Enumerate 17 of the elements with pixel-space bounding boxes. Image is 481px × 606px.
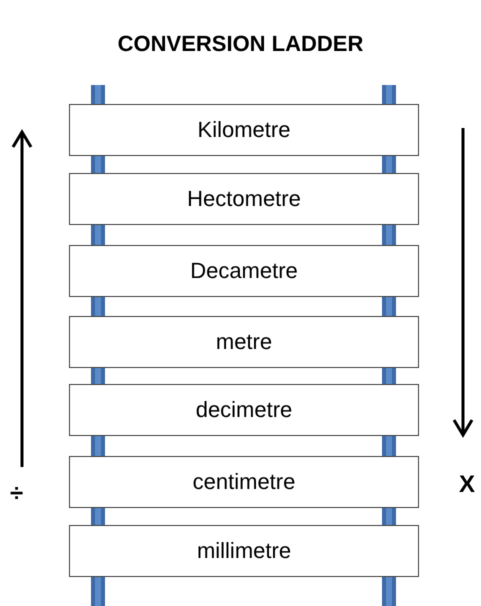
unit-label: Decametre [190, 258, 298, 284]
ladder-rung [69, 316, 419, 368]
ladder-rung [69, 104, 419, 156]
unit-label: metre [216, 329, 272, 355]
ladder-rung [69, 456, 419, 508]
unit-label: millimetre [196, 538, 292, 564]
ladder-rung [69, 245, 419, 297]
unit-label: Kilometre [198, 117, 290, 143]
ladder-rung [69, 525, 419, 577]
operation-sign: ÷ [10, 482, 24, 506]
unit-label: centimetre [192, 469, 296, 495]
diagram-title: CONVERSION LADDER [116, 31, 364, 57]
unit-label: decimetre [196, 397, 292, 423]
ladder-rung [69, 384, 419, 436]
operation-sign: X [459, 473, 476, 497]
unit-label: Hectometre [187, 186, 301, 212]
ladder-rung [69, 173, 419, 225]
